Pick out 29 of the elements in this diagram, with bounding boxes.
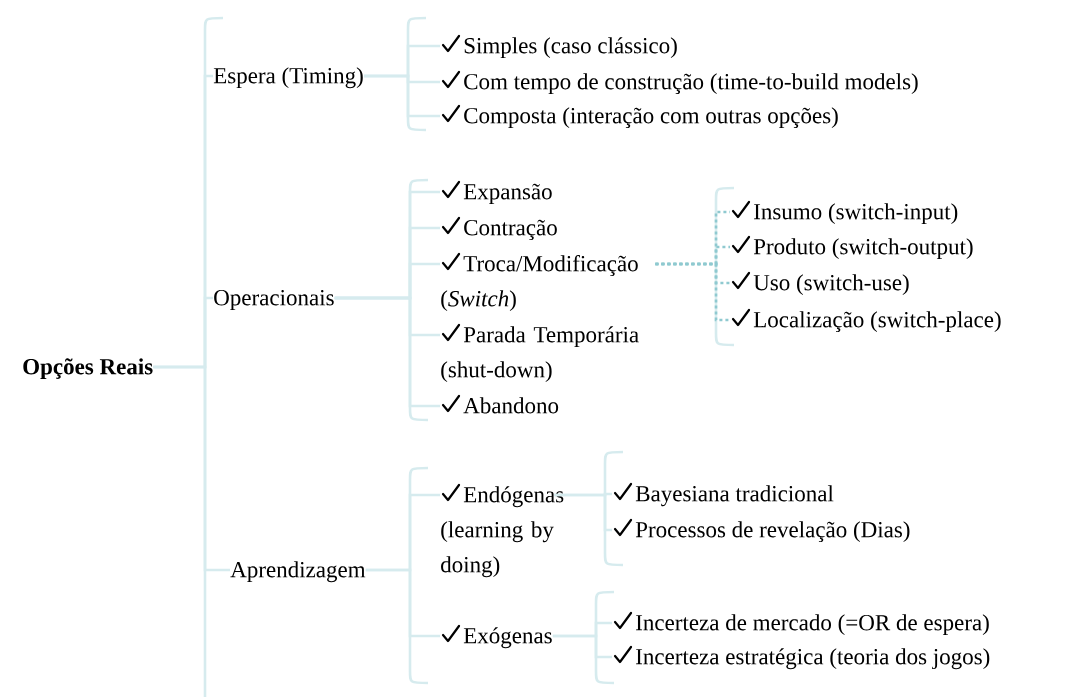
item-text: Incerteza de mercado (=OR de espera)	[636, 614, 989, 636]
item-text: Uso (switch-use)	[753, 274, 909, 296]
item-text: Localização (switch-place)	[753, 311, 1001, 333]
item-text: Troca/Modificação (Switch)	[441, 255, 638, 312]
item-text: Opções Reais	[23, 358, 153, 380]
connector	[552, 634, 612, 659]
connector	[363, 74, 440, 118]
item-text: Exógenas	[463, 627, 552, 649]
item-text: Aprendizagem	[230, 561, 366, 583]
connector	[655, 262, 730, 322]
item-text: Com tempo de construção (time-to-build models)	[464, 73, 918, 95]
item-text: Insumo (switch-input)	[754, 203, 958, 225]
connector	[554, 493, 612, 532]
item-text: Incerteza estratégica (teoria dos jogos)	[636, 648, 990, 670]
item-text: Expansão	[463, 183, 552, 205]
item-text: Endógenas (learning by doing)	[441, 486, 564, 578]
connector	[334, 296, 440, 408]
item-text: Bayesiana tradicional	[635, 485, 834, 507]
item-text: Processos de revelação (Dias)	[635, 521, 910, 543]
item-text: Abandono	[463, 397, 559, 414]
item-text: Espera (Timing)	[213, 67, 363, 89]
connector	[365, 568, 440, 638]
item-text: Parada Temporária (shut-down)	[441, 326, 639, 383]
connector	[153, 365, 230, 572]
item-text: Produto (switch-output)	[753, 238, 973, 260]
item-text: Operacionais	[214, 290, 334, 311]
item-text: Contração	[464, 219, 557, 241]
item-text: Composta (interação com outras opções)	[464, 107, 838, 129]
item-text: Simples (caso clássico)	[464, 37, 677, 59]
